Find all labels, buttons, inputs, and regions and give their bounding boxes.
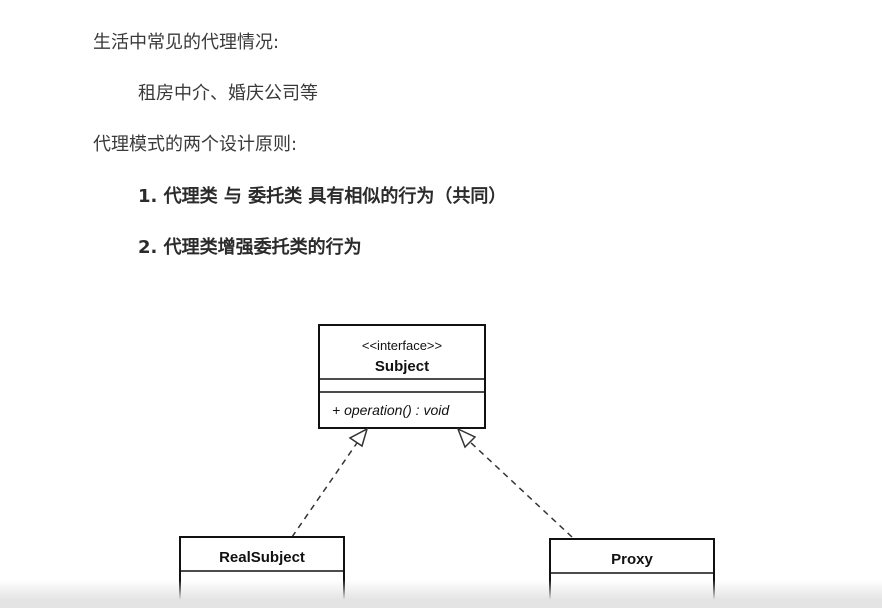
- realization-arrow-realsubject: [291, 427, 369, 538]
- interface-subject-box: <<interface>> Subject + operation() : vo…: [318, 324, 486, 429]
- dashed-line-proxy: [467, 439, 573, 538]
- realization-arrow-proxy: [456, 427, 573, 538]
- heading-principles: 代理模式的两个设计原则:: [93, 134, 298, 155]
- interface-subject-border: [318, 324, 486, 429]
- interface-name: Subject: [375, 358, 429, 375]
- principle-2: 2. 代理类增强委托类的行为: [138, 237, 362, 258]
- interface-stereotype: <<interface>>: [362, 338, 442, 353]
- hollow-triangle-icon: [456, 427, 477, 449]
- dashed-line-realsubject: [291, 439, 360, 538]
- realsubject-name: RealSubject: [219, 549, 305, 566]
- hollow-triangle-icon: [348, 427, 369, 448]
- examples-text: 租房中介、婚庆公司等: [138, 83, 318, 104]
- interface-operation: + operation() : void: [332, 402, 450, 418]
- principle-1: 1. 代理类 与 委托类 具有相似的行为（共同）: [138, 186, 507, 207]
- bottom-fade-bar: [0, 580, 882, 608]
- heading-examples: 生活中常见的代理情况:: [93, 32, 280, 53]
- proxy-name: Proxy: [611, 551, 653, 568]
